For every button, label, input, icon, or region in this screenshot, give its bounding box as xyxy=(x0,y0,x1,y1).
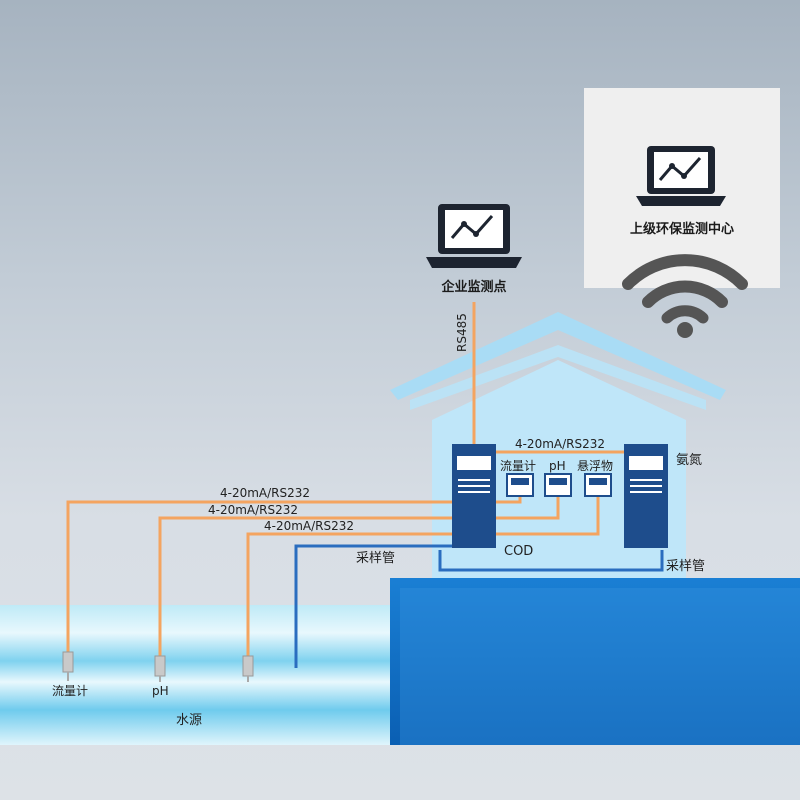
laptop-chart-icon xyxy=(426,204,522,268)
cabinet-link-label: 4-20mA/RS232 xyxy=(515,437,605,451)
ph-probe xyxy=(154,655,166,682)
extra-probe xyxy=(242,655,254,682)
wifi-icon xyxy=(622,254,748,338)
meter-flow[interactable] xyxy=(506,473,534,497)
sensor-flow-label: 流量计 xyxy=(52,684,88,698)
cod-analyzer-cabinet[interactable] xyxy=(452,444,496,548)
meter-label-flow: 流量计 xyxy=(500,459,536,473)
house-roof-outer xyxy=(390,312,726,400)
sample-pipes xyxy=(294,544,664,668)
field-link-label-3: 4-20mA/RS232 xyxy=(264,519,354,533)
rs485-label: RS485 xyxy=(455,313,469,352)
right-sample-pipe-label: 采样管 xyxy=(666,559,705,574)
meter-ph[interactable] xyxy=(544,473,572,497)
ammonia-label: 氨氮 xyxy=(676,453,702,468)
field-link-label-2: 4-20mA/RS232 xyxy=(208,503,298,517)
signal-lines xyxy=(66,494,600,656)
pool-block xyxy=(390,578,800,745)
field-link-label-1: 4-20mA/RS232 xyxy=(220,486,310,500)
sensor-ph-label: pH xyxy=(152,684,169,698)
center-label: 上级环保监测中心 xyxy=(630,221,734,237)
laptop-chart-icon xyxy=(636,146,726,206)
enterprise-label: 企业监测点 xyxy=(440,279,506,295)
ammonia-analyzer-cabinet[interactable] xyxy=(624,444,668,548)
pool-inner xyxy=(400,588,800,745)
cod-label: COD xyxy=(504,544,533,559)
water-source-label: 水源 xyxy=(176,713,202,728)
meter-suspended[interactable] xyxy=(584,473,612,497)
left-sample-pipe-label: 采样管 xyxy=(356,551,395,566)
flow-probe xyxy=(62,651,74,681)
meter-label-ph: pH xyxy=(549,459,566,473)
meter-label-suspended: 悬浮物 xyxy=(577,459,613,473)
